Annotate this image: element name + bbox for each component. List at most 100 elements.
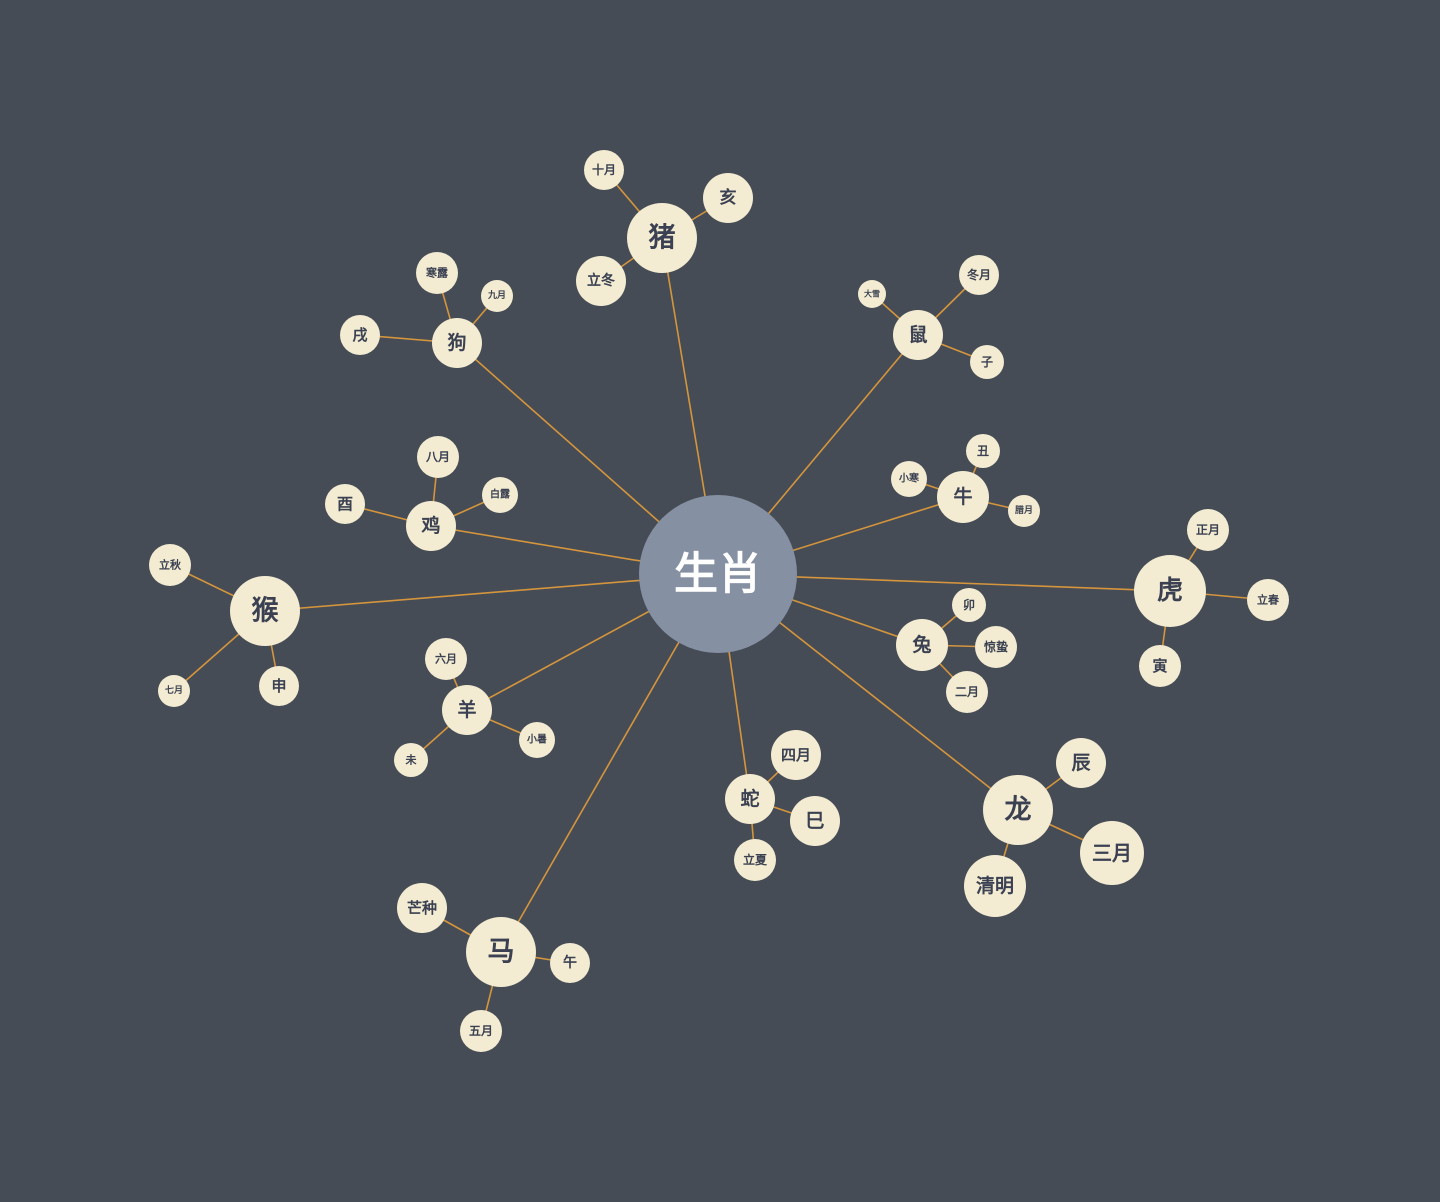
leaf-node-2-1[interactable]: 小寒: [891, 461, 927, 497]
leaf-node-11-0[interactable]: 寒露: [416, 252, 458, 294]
leaf-node-11-2-circle: [340, 315, 380, 355]
animal-node-4-circle: [896, 619, 948, 671]
animal-node-5[interactable]: 龙: [983, 775, 1053, 845]
animal-node-3-circle: [1134, 555, 1206, 627]
leaf-node-8-1-circle: [519, 722, 555, 758]
leaf-node-1-0[interactable]: 大雪: [858, 280, 886, 308]
animal-node-5-label: 龙: [1005, 795, 1032, 826]
leaf-node-6-0[interactable]: 四月: [771, 730, 821, 780]
animal-node-9[interactable]: 猴: [230, 576, 300, 646]
leaf-node-11-1-label: 九月: [487, 289, 506, 301]
leaf-node-7-2-label: 五月: [469, 1024, 493, 1038]
leaf-node-11-0-circle: [416, 252, 458, 294]
leaf-node-9-2-circle: [158, 675, 190, 707]
leaf-node-7-2-circle: [460, 1010, 502, 1052]
animal-node-3[interactable]: 虎: [1134, 555, 1206, 627]
animal-node-8[interactable]: 羊: [442, 685, 492, 735]
leaf-node-10-1[interactable]: 白露: [482, 477, 518, 513]
leaf-node-8-2[interactable]: 未: [394, 743, 428, 777]
leaf-node-8-2-label: 未: [405, 753, 418, 767]
leaf-node-1-2[interactable]: 子: [970, 345, 1004, 379]
animal-node-5-circle: [983, 775, 1053, 845]
animal-node-1[interactable]: 鼠: [893, 310, 943, 360]
leaf-node-8-1[interactable]: 小暑: [519, 722, 555, 758]
leaf-node-10-0-circle: [417, 436, 459, 478]
animal-node-11[interactable]: 狗: [432, 318, 482, 368]
leaf-node-9-2[interactable]: 七月: [158, 675, 190, 707]
leaf-node-11-0-label: 寒露: [425, 266, 449, 280]
leaf-node-5-1-label: 三月: [1092, 841, 1132, 865]
leaf-node-4-2[interactable]: 二月: [946, 671, 988, 713]
leaf-node-1-1-circle: [959, 255, 999, 295]
leaf-node-0-2[interactable]: 立冬: [576, 256, 626, 306]
leaf-node-3-2[interactable]: 寅: [1139, 645, 1181, 687]
leaf-node-5-2[interactable]: 清明: [964, 855, 1026, 917]
root-node[interactable]: 生肖: [639, 495, 797, 653]
leaf-node-8-1-label: 小暑: [526, 733, 547, 746]
leaf-node-6-0-label: 四月: [781, 746, 811, 764]
leaf-node-11-2[interactable]: 戌: [340, 315, 380, 355]
animal-node-6[interactable]: 蛇: [725, 774, 775, 824]
animal-node-2-circle: [937, 471, 989, 523]
leaf-node-10-1-circle: [482, 477, 518, 513]
animal-node-7-circle: [466, 917, 536, 987]
leaf-node-2-2-label: 腊月: [1015, 504, 1033, 516]
leaf-node-2-2[interactable]: 腊月: [1008, 495, 1040, 527]
animal-node-1-label: 鼠: [908, 323, 927, 346]
animal-node-0[interactable]: 猪: [627, 203, 697, 273]
leaf-node-4-0[interactable]: 卯: [952, 588, 986, 622]
leaf-node-0-1[interactable]: 亥: [703, 173, 753, 223]
leaf-node-6-1-circle: [790, 796, 840, 846]
leaf-node-6-2-label: 立夏: [743, 852, 768, 867]
root-node-circle: [639, 495, 797, 653]
leaf-node-10-2-label: 酉: [337, 495, 353, 514]
leaf-node-2-0-circle: [966, 434, 1000, 468]
leaf-node-6-0-circle: [771, 730, 821, 780]
animal-node-7[interactable]: 马: [466, 917, 536, 987]
leaf-node-10-2-circle: [325, 484, 365, 524]
animal-node-10-circle: [406, 501, 456, 551]
leaf-node-9-0[interactable]: 立秋: [149, 544, 191, 586]
leaf-node-10-0[interactable]: 八月: [417, 436, 459, 478]
animal-node-2[interactable]: 牛: [937, 471, 989, 523]
leaf-node-4-1-label: 惊蛰: [984, 639, 1008, 654]
leaf-node-5-2-circle: [964, 855, 1026, 917]
animal-node-4[interactable]: 兔: [896, 619, 948, 671]
leaf-node-0-1-label: 亥: [720, 187, 737, 208]
leaf-node-3-1[interactable]: 立春: [1247, 579, 1289, 621]
leaf-node-7-1-label: 午: [563, 954, 577, 971]
leaf-node-9-1[interactable]: 申: [259, 666, 299, 706]
leaf-node-7-1[interactable]: 午: [550, 943, 590, 983]
leaf-node-7-2[interactable]: 五月: [460, 1010, 502, 1052]
leaf-node-6-1-label: 巳: [805, 810, 824, 832]
leaf-node-7-0-circle: [397, 883, 447, 933]
leaf-node-1-1[interactable]: 冬月: [959, 255, 999, 295]
leaf-node-10-2[interactable]: 酉: [325, 484, 365, 524]
animal-node-2-label: 牛: [953, 485, 972, 508]
leaf-node-0-0[interactable]: 十月: [584, 150, 624, 190]
leaf-node-8-0-label: 六月: [435, 652, 457, 666]
leaf-node-9-0-circle: [149, 544, 191, 586]
animal-node-10-label: 鸡: [420, 514, 440, 537]
leaf-node-11-1[interactable]: 九月: [481, 280, 513, 312]
leaf-node-5-0[interactable]: 辰: [1056, 738, 1106, 788]
leaf-node-2-2-circle: [1008, 495, 1040, 527]
leaf-node-3-0[interactable]: 正月: [1187, 509, 1229, 551]
leaf-node-1-2-label: 子: [981, 355, 993, 369]
leaf-node-3-0-label: 正月: [1196, 523, 1220, 537]
animal-node-0-circle: [627, 203, 697, 273]
leaf-node-7-0[interactable]: 芒种: [397, 883, 447, 933]
leaf-node-1-2-circle: [970, 345, 1004, 379]
leaf-node-4-1[interactable]: 惊蛰: [975, 626, 1017, 668]
leaf-node-6-2[interactable]: 立夏: [734, 839, 776, 881]
leaf-node-8-0[interactable]: 六月: [425, 638, 467, 680]
leaf-node-6-1[interactable]: 巳: [790, 796, 840, 846]
animal-node-4-label: 兔: [911, 633, 931, 656]
animal-node-3-label: 虎: [1157, 576, 1183, 606]
leaf-node-7-0-label: 芒种: [407, 899, 437, 917]
leaf-node-5-1[interactable]: 三月: [1080, 821, 1144, 885]
animal-node-10[interactable]: 鸡: [406, 501, 456, 551]
leaf-node-10-0-label: 八月: [425, 450, 450, 464]
leaf-node-2-0[interactable]: 丑: [966, 434, 1000, 468]
